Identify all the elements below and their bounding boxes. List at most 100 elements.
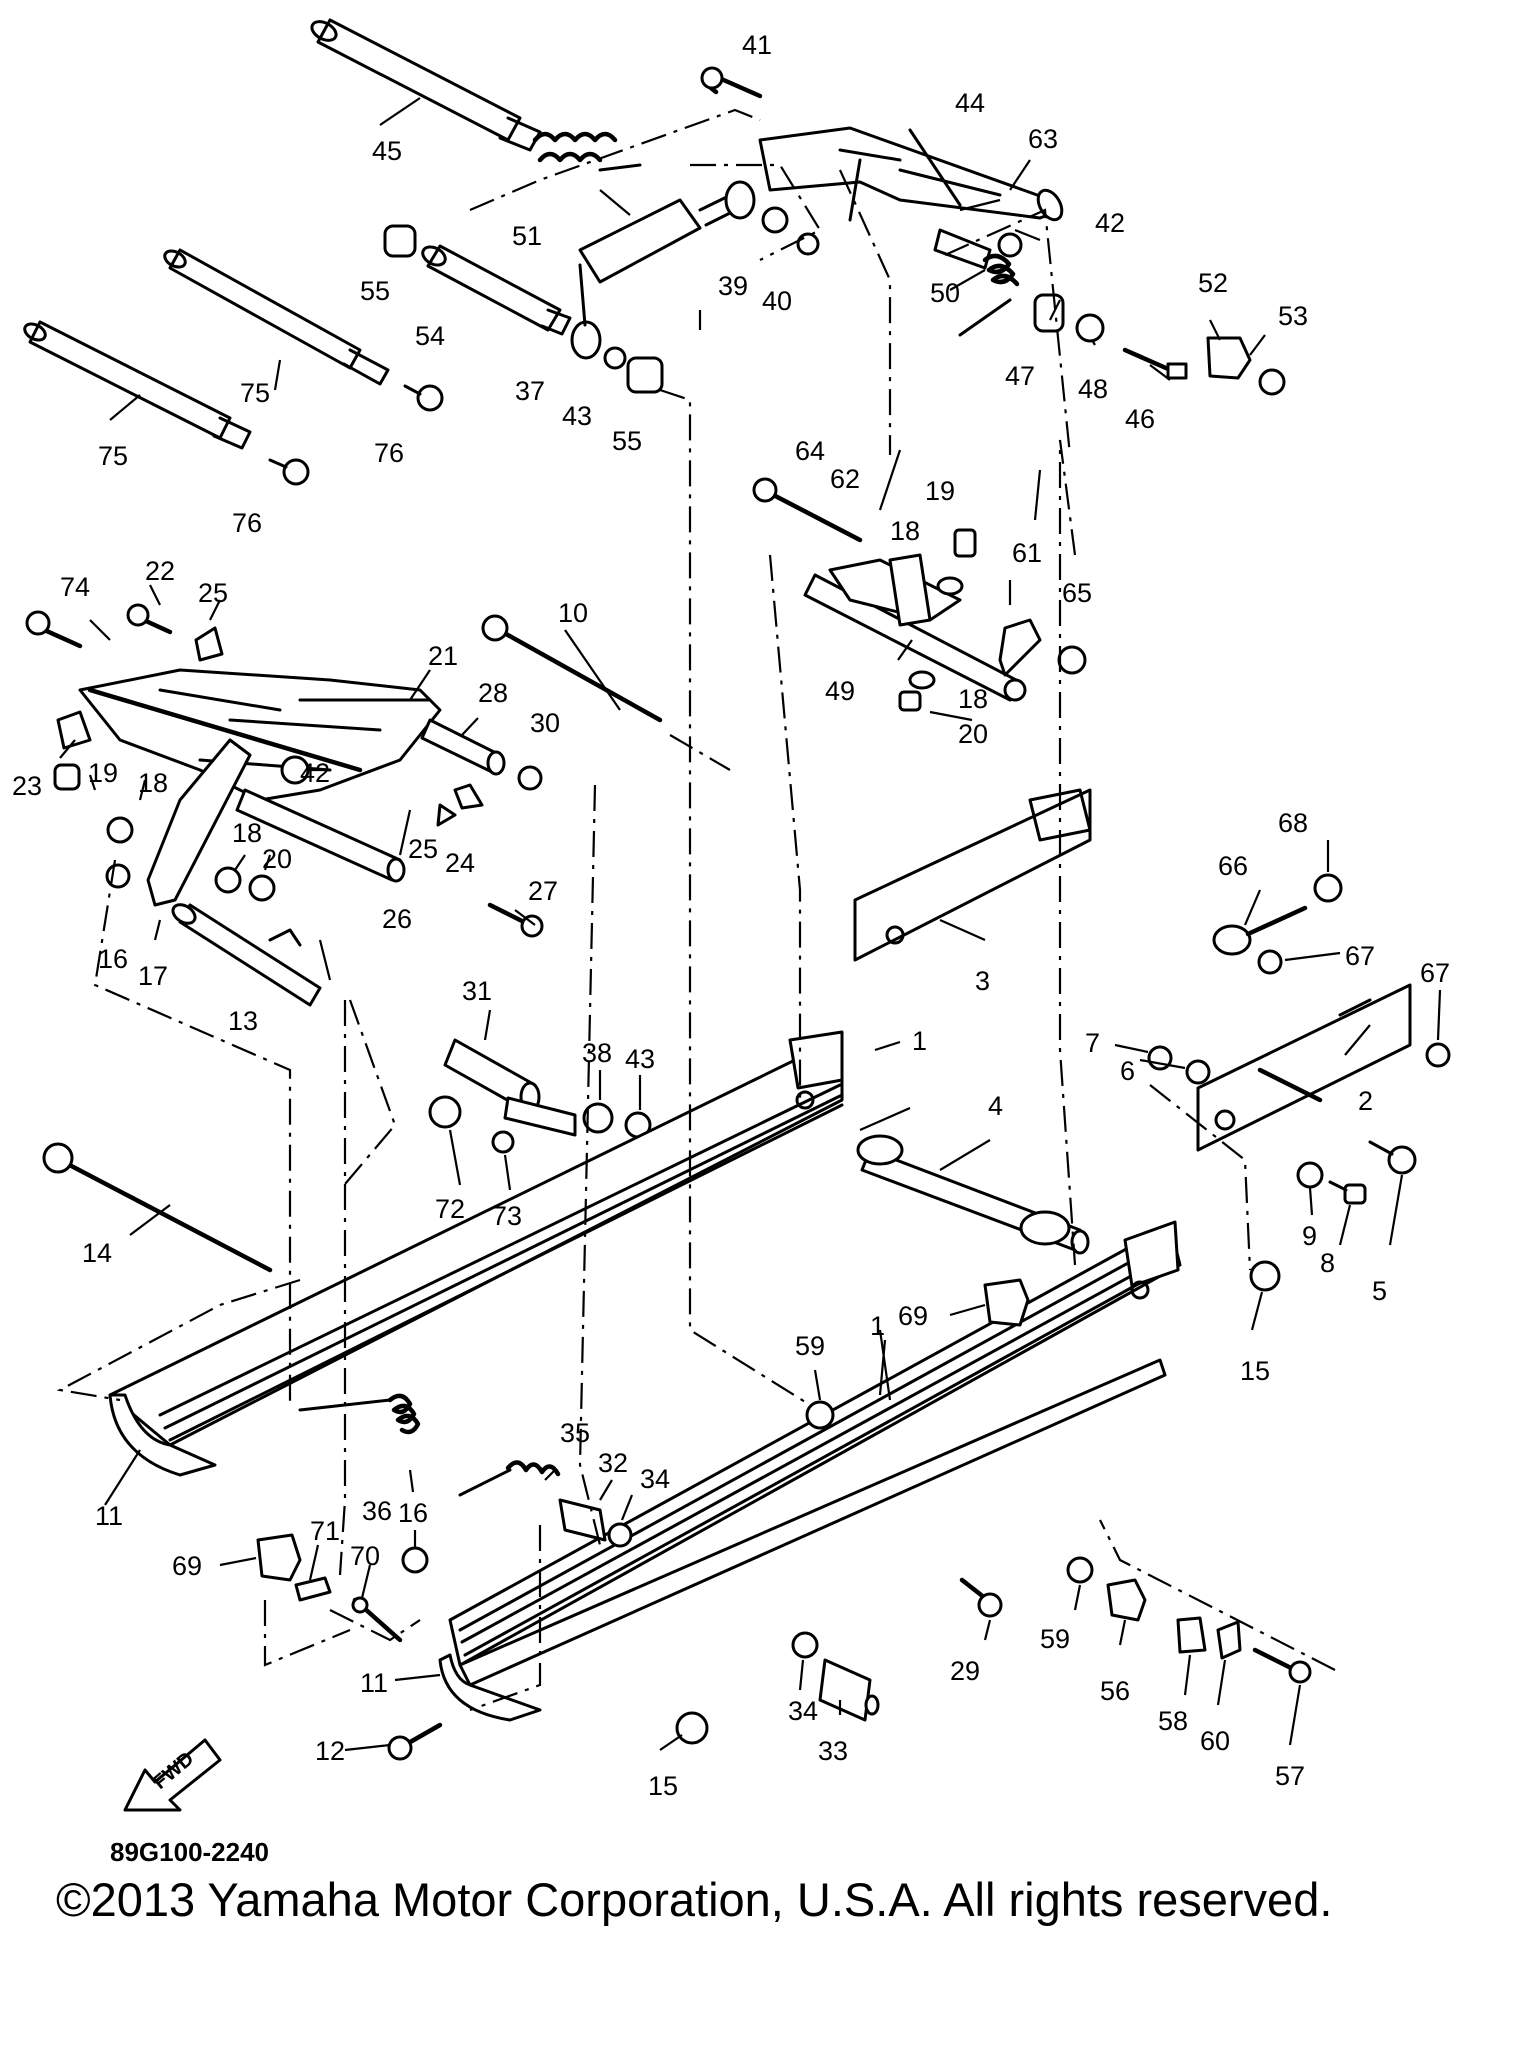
washer-40 <box>796 232 820 256</box>
assembly-leader-lines <box>56 108 1336 1712</box>
bracket-25-upper <box>194 626 224 662</box>
callout-42-upper: 42 <box>1095 208 1125 238</box>
plate-2 <box>1196 983 1412 1152</box>
bolt-19-right <box>953 528 977 558</box>
callout-38: 38 <box>582 1038 612 1068</box>
callout-54: 54 <box>415 321 445 351</box>
bolt-22 <box>126 603 173 635</box>
callout-31: 31 <box>462 976 492 1006</box>
washer-34-lower <box>791 1631 819 1659</box>
clamp-23 <box>56 710 92 750</box>
callout-75-upper: 75 <box>240 378 270 408</box>
spring-50 <box>958 253 1020 337</box>
callout-16-lower: 16 <box>398 1498 428 1528</box>
washer-67-right <box>1425 1042 1451 1068</box>
collar-72 <box>428 1095 462 1129</box>
callout-35: 35 <box>560 1418 590 1448</box>
callout-14: 14 <box>82 1238 112 1268</box>
callout-21: 21 <box>428 641 458 671</box>
sleeve-center <box>503 1096 577 1137</box>
nut-68 <box>1313 873 1343 903</box>
bushing-32 <box>558 1498 607 1542</box>
bolt-76-lower <box>268 458 310 486</box>
callout-43-lower: 43 <box>625 1044 655 1074</box>
callout-3: 3 <box>975 966 990 996</box>
diagram-code: 89G100-2240 <box>110 1837 270 1867</box>
washer-18-left-a <box>106 816 134 844</box>
nut-53 <box>1258 368 1286 396</box>
washer-59-upper <box>805 1400 835 1430</box>
callout-9: 9 <box>1302 1221 1317 1251</box>
callout-19-left: 19 <box>88 758 118 788</box>
shaft-54 <box>421 244 572 336</box>
pin-70 <box>351 1596 403 1643</box>
callout-41: 41 <box>742 30 772 60</box>
callout-23: 23 <box>12 771 42 801</box>
bolt-41 <box>700 66 763 99</box>
slide-rail-1-lower <box>448 1220 1182 1667</box>
callout-75-lower: 75 <box>98 441 128 471</box>
washer-42-upper <box>997 232 1023 258</box>
bolt-29 <box>959 1577 1003 1618</box>
lever-61 <box>998 618 1042 677</box>
callout-60: 60 <box>1200 1726 1230 1756</box>
callout-29: 29 <box>950 1656 980 1686</box>
spring-35 <box>458 1460 561 1497</box>
collar-39 <box>761 206 789 234</box>
bolt-57 <box>1252 1647 1312 1684</box>
bushing-58 <box>1176 1616 1207 1654</box>
bolt-14 <box>42 1142 273 1273</box>
bolt-12 <box>387 1722 443 1761</box>
slide-rail-1-upper <box>108 1030 844 1447</box>
bolt-8 <box>1328 1180 1367 1205</box>
callout-69-right: 69 <box>898 1301 928 1331</box>
callout-18-left-b: 18 <box>232 818 262 848</box>
washer-18-left-b <box>214 866 242 894</box>
callout-63: 63 <box>1028 124 1058 154</box>
washer-9 <box>1296 1161 1324 1189</box>
nut-20-left <box>248 874 276 902</box>
link-17 <box>146 738 252 907</box>
callout-11-upper: 11 <box>95 1501 123 1531</box>
callout-15-right: 15 <box>1240 1356 1270 1386</box>
shaft-45 <box>310 18 542 152</box>
nut-15-lower <box>675 1711 709 1745</box>
callout-24: 24 <box>445 848 475 878</box>
bushing-55-b <box>626 356 664 394</box>
callout-66: 66 <box>1218 851 1248 881</box>
callout-46: 46 <box>1125 404 1155 434</box>
clip-60 <box>1216 1620 1242 1660</box>
callout-19-right: 19 <box>925 476 955 506</box>
washer-16-lower <box>401 1546 429 1574</box>
plate-71 <box>294 1576 332 1602</box>
callout-76-upper: 76 <box>374 438 404 468</box>
bushing-31 <box>443 1038 541 1113</box>
callout-1-upper: 1 <box>912 1026 927 1056</box>
callout-18-left-a: 18 <box>138 768 168 798</box>
collar-48 <box>1075 313 1105 343</box>
callout-33: 33 <box>818 1736 848 1766</box>
washer-18-right-upper <box>936 576 964 596</box>
callout-44: 44 <box>955 88 985 118</box>
shaft-75-upper <box>163 248 390 386</box>
callout-67-upper: 67 <box>1345 941 1375 971</box>
callout-32: 32 <box>598 1448 628 1478</box>
crossmember-21 <box>78 668 442 802</box>
callout-71: 71 <box>310 1516 340 1546</box>
callout-72: 72 <box>435 1194 465 1224</box>
callout-50: 50 <box>930 278 960 308</box>
washer-34-upper <box>607 1522 633 1548</box>
cap-52 <box>1206 336 1252 380</box>
nut-20-right <box>898 690 922 712</box>
callout-62: 62 <box>830 464 860 494</box>
rail-tip-11-upper <box>108 1393 217 1477</box>
washer-18-right-lower <box>908 670 936 690</box>
callout-22: 22 <box>145 556 175 586</box>
callout-6: 6 <box>1120 1056 1135 1086</box>
shaft-26 <box>235 788 406 883</box>
callout-10: 10 <box>558 598 588 628</box>
callout-pointers <box>59 97 1442 1752</box>
arm-44 <box>758 126 1064 270</box>
washer-43-upper <box>603 346 627 370</box>
washer-6 <box>1185 1059 1211 1085</box>
